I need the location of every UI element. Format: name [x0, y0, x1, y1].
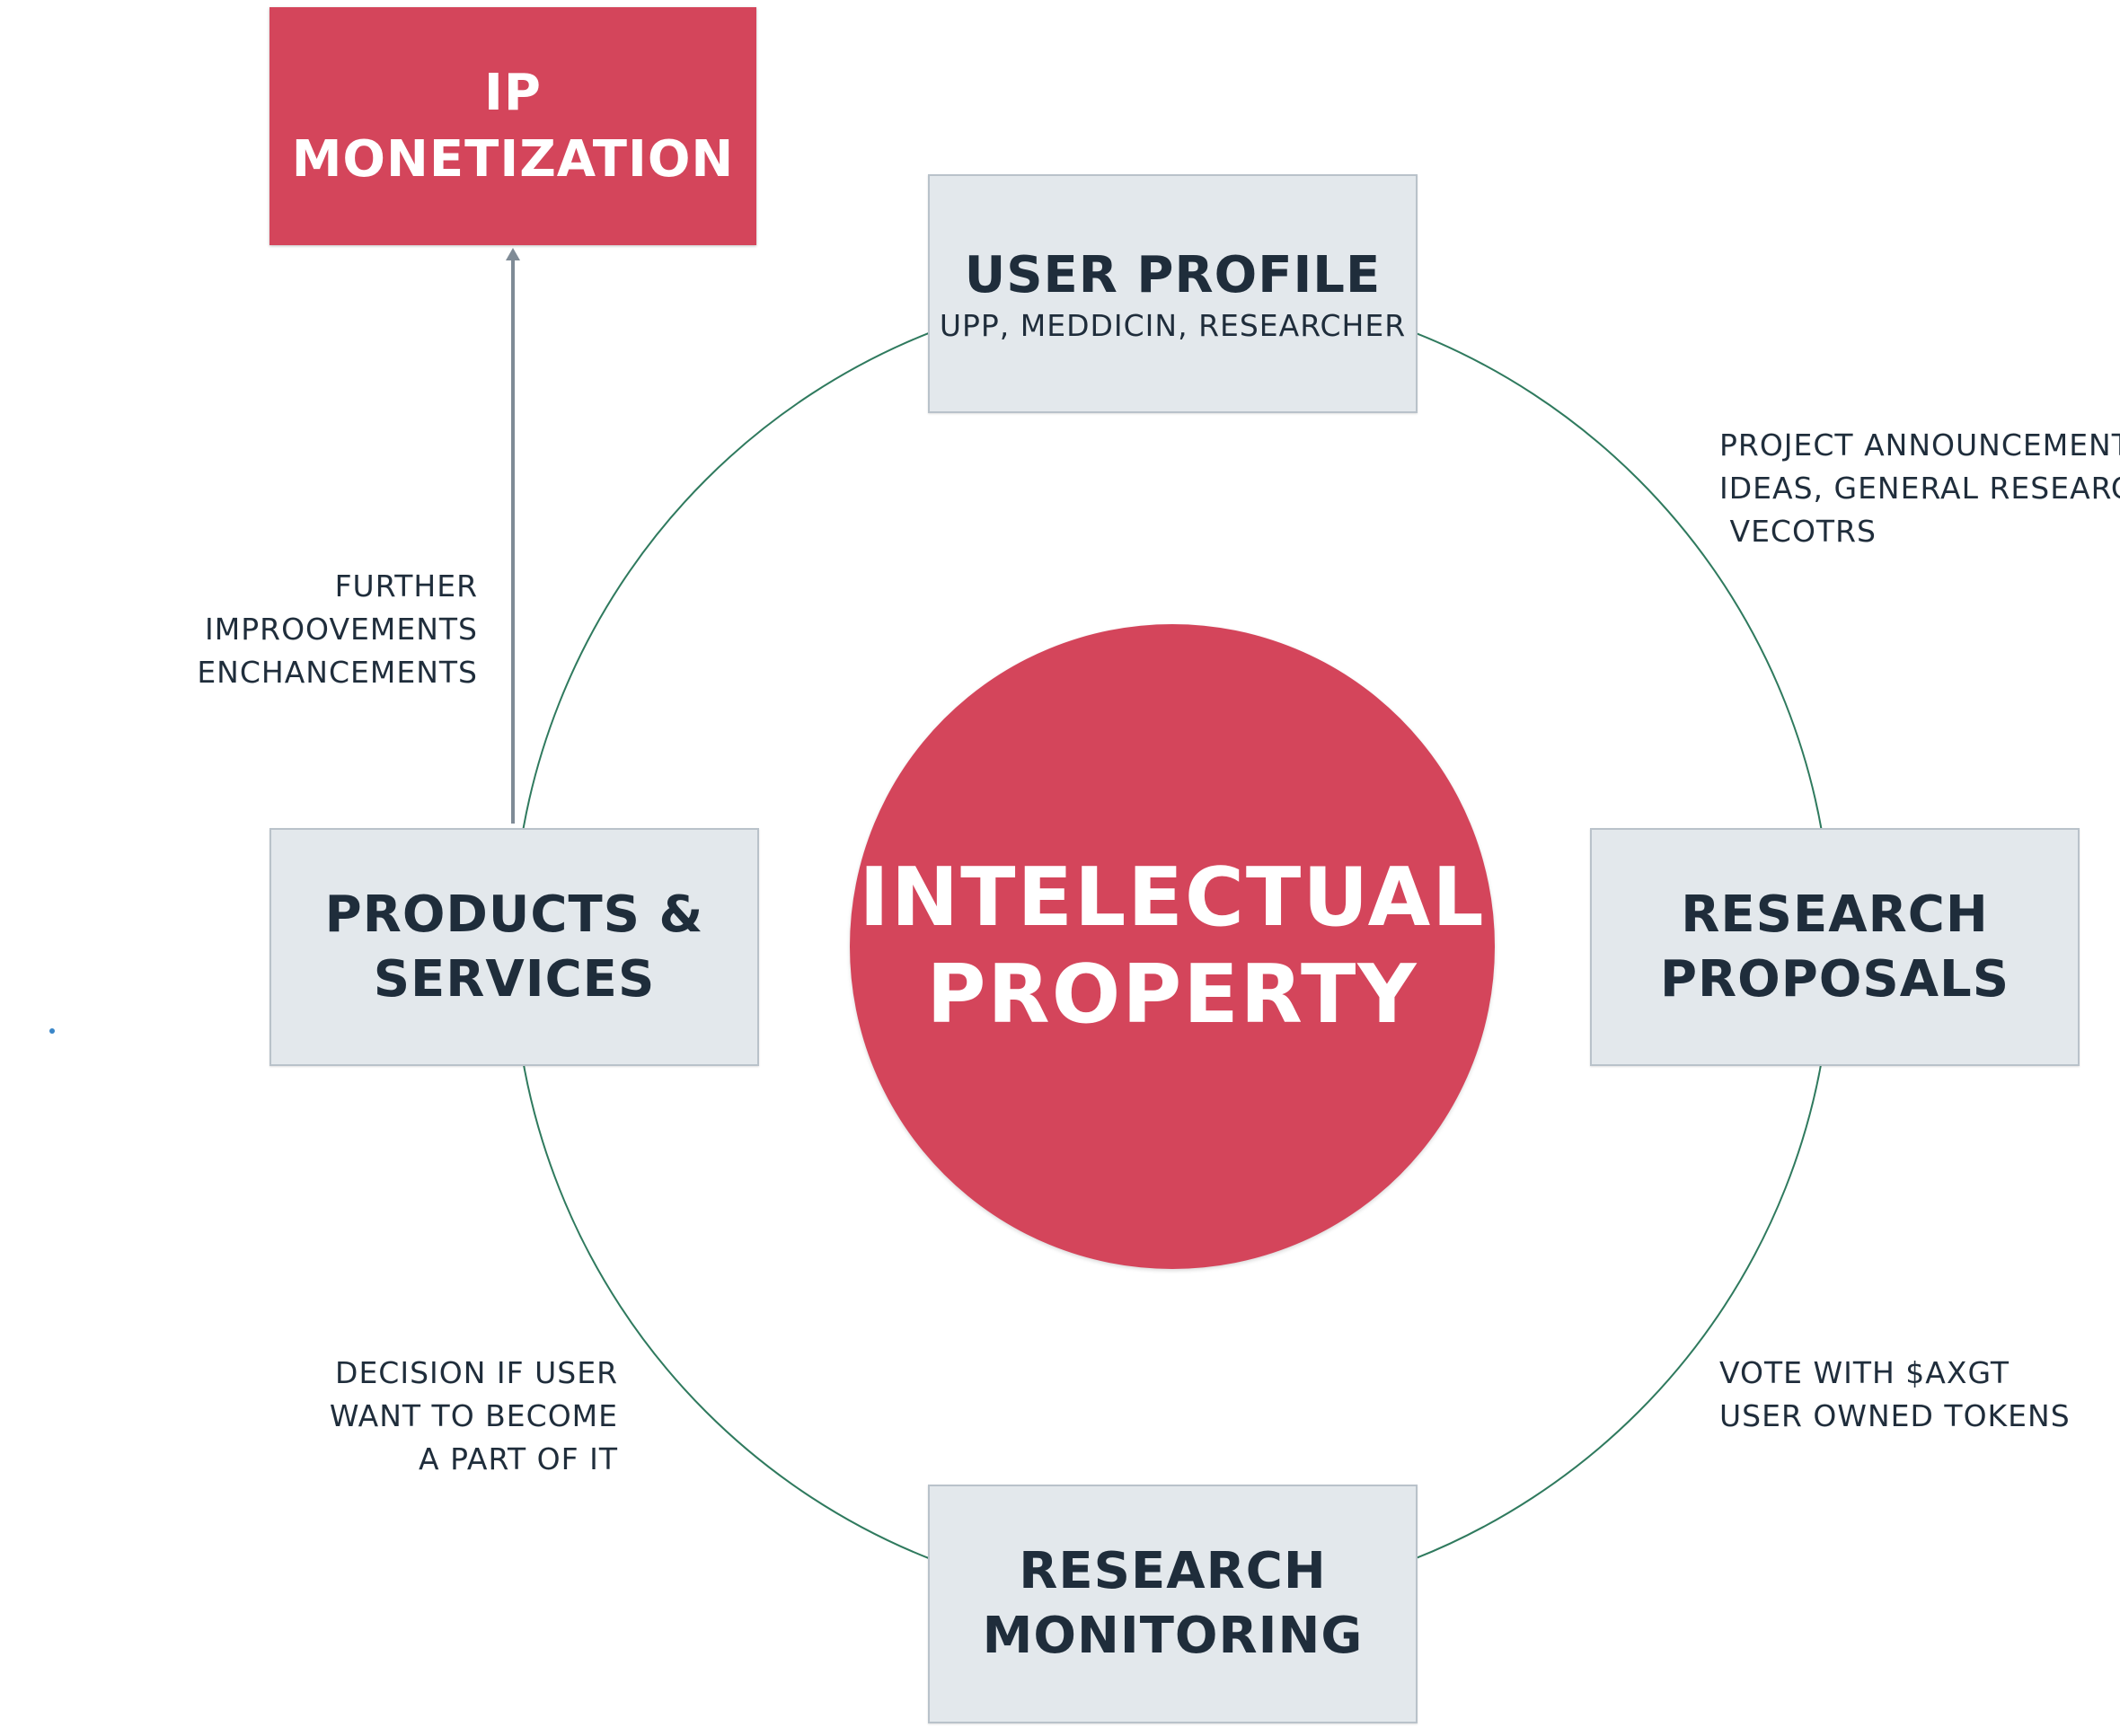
research-proposals-line1: RESEARCH	[1681, 885, 1989, 944]
annotation-project-announcements: PROJECT ANNOUNCEMENTS IDEAS, GENERAL RES…	[1719, 424, 2120, 553]
products-services-line1: PRODUCTS &	[324, 885, 704, 944]
annotation-line: VECOTRS	[1719, 514, 1877, 549]
user-profile-subtitle: UPP, MEDDICIN, RESEARCHER	[939, 308, 1407, 343]
annotation-further-improvements: FURTHER IMPROOVEMENTS ENCHANCEMENTS	[180, 565, 478, 694]
annotation-line: PROJECT ANNOUNCEMENTS	[1719, 427, 2120, 463]
products-services-line2: SERVICES	[373, 949, 656, 1009]
user-profile-title: USER PROFILE	[964, 246, 1382, 304]
stray-dot	[49, 1028, 55, 1034]
research-monitoring-line1: RESEARCH	[1019, 1542, 1327, 1600]
research-monitoring-line2: MONITORING	[982, 1607, 1364, 1665]
user-profile-box[interactable]: USER PROFILE UPP, MEDDICIN, RESEARCHER	[928, 174, 1418, 413]
ip-monetization-box[interactable]: IP MONETIZATION	[269, 7, 756, 245]
ip-monetization-line2: MONETIZATION	[291, 129, 735, 189]
annotation-line: VOTE WITH $AXGT	[1719, 1355, 2010, 1390]
annotation-line: IMPROOVEMENTS	[205, 612, 478, 647]
annotation-line: WANT TO BECOME	[329, 1398, 618, 1433]
monetization-arrow-head	[506, 248, 520, 260]
research-proposals-line2: PROPOSALS	[1659, 949, 2010, 1009]
center-line1: INTELECTUAL	[859, 850, 1486, 945]
products-services-box[interactable]: PRODUCTS & SERVICES	[269, 828, 759, 1066]
research-proposals-box[interactable]: RESEARCH PROPOSALS	[1590, 828, 2080, 1066]
annotation-vote: VOTE WITH $AXGT USER OWNED TOKENS	[1719, 1352, 2071, 1438]
research-monitoring-box[interactable]: RESEARCH MONITORING	[928, 1485, 1418, 1723]
annotation-line: DECISION IF USER	[335, 1355, 618, 1390]
annotation-decision: DECISION IF USER WANT TO BECOME A PART O…	[305, 1352, 618, 1481]
annotation-line: IDEAS, GENERAL RESEARCH	[1719, 471, 2120, 506]
ip-monetization-line1: IP	[484, 63, 542, 122]
annotation-line: USER OWNED TOKENS	[1719, 1398, 2071, 1433]
center-line2: PROPERTY	[926, 947, 1418, 1042]
annotation-line: A PART OF IT	[419, 1441, 618, 1476]
annotation-line: ENCHANCEMENTS	[197, 655, 478, 690]
intellectual-property-circle[interactable]: INTELECTUAL PROPERTY	[850, 624, 1495, 1269]
annotation-line: FURTHER	[334, 568, 478, 604]
